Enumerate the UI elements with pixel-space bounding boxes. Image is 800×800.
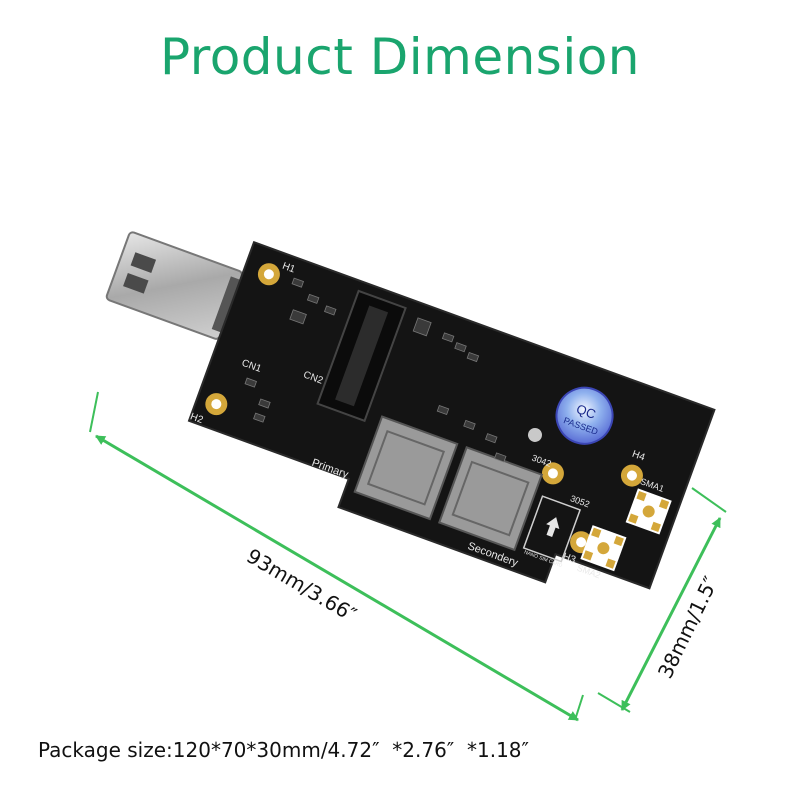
pcb-board: QC PASSED H1 H2 H3 (105, 231, 716, 590)
label-h4: H4 (631, 449, 647, 464)
sma2-pad (580, 525, 627, 572)
label-h2: H2 (189, 411, 205, 426)
qc-passed-sticker: QC PASSED (555, 386, 614, 445)
label-h1: H1 (281, 261, 297, 276)
package-size-text: Package size:120*70*30mm/4.72″ *2.76″ *1… (38, 738, 529, 762)
svg-text:QC: QC (574, 401, 597, 422)
smd-components (244, 277, 507, 463)
page-title: Product Dimension (159, 28, 640, 86)
m2-slot (316, 289, 407, 423)
